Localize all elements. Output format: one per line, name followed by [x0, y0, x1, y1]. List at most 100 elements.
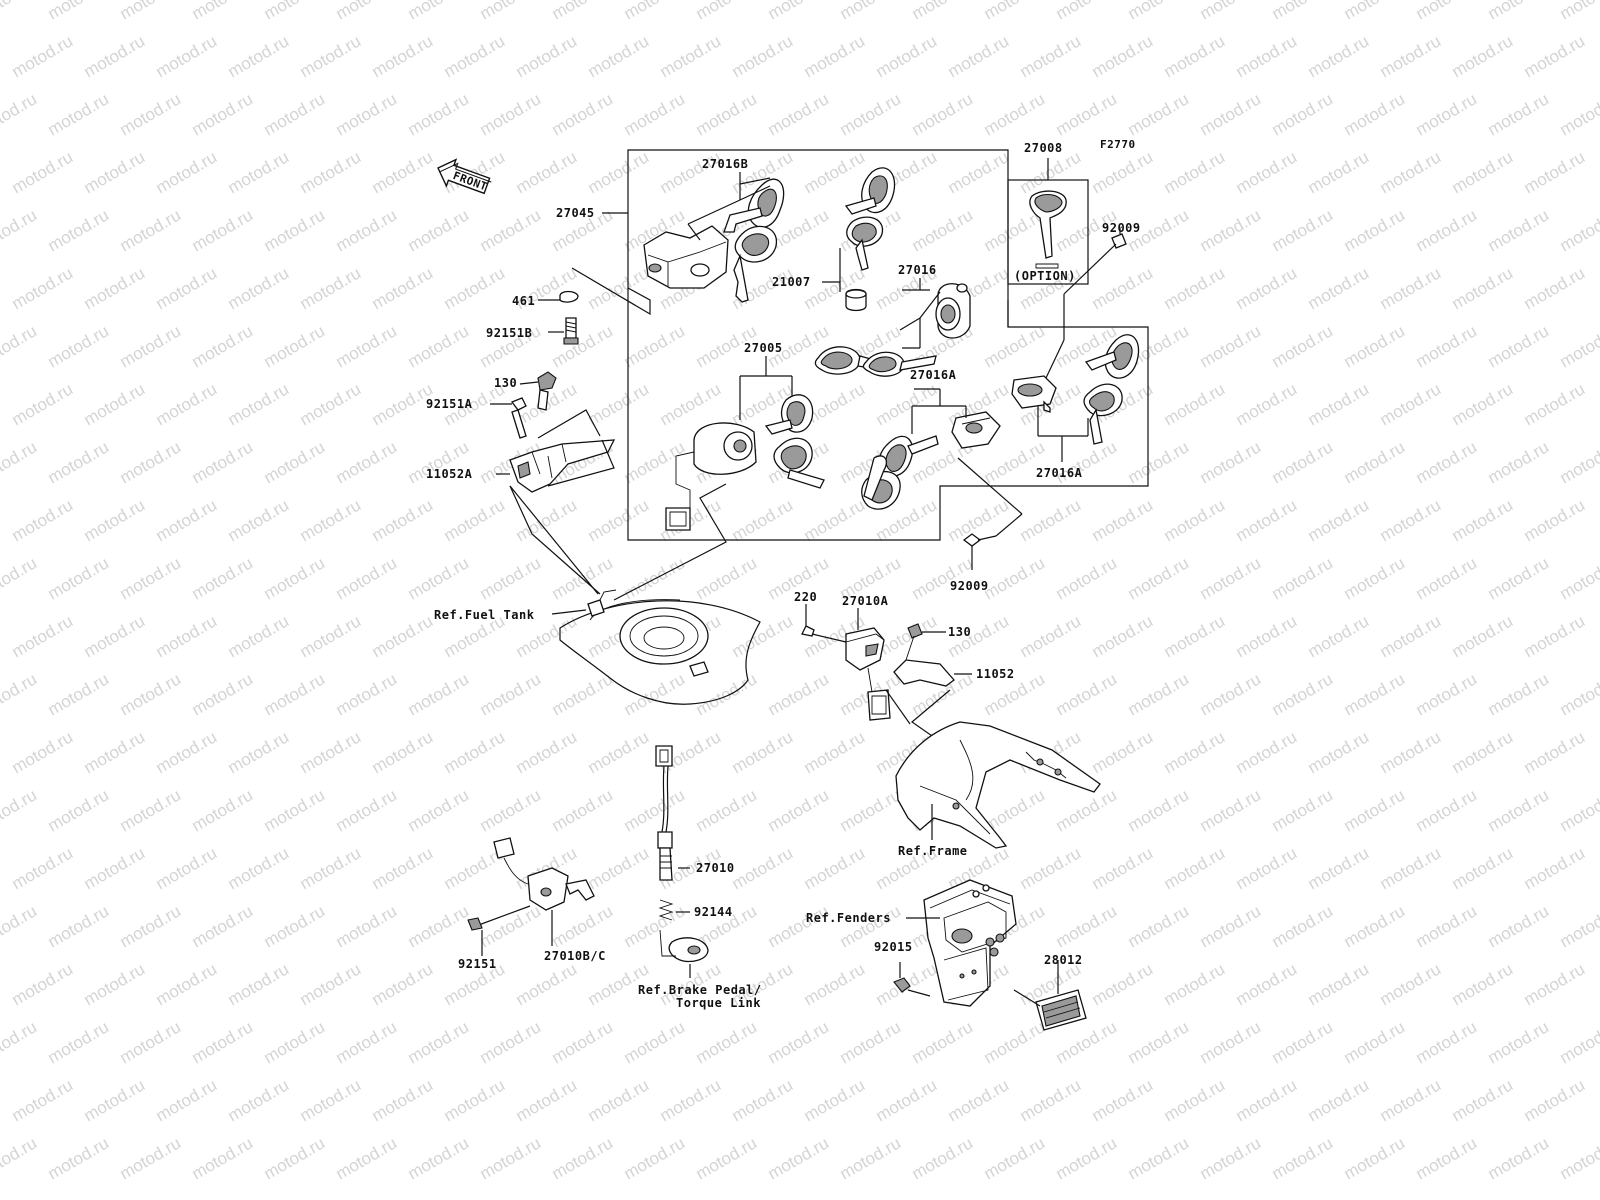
watermark-text: motod.ru	[621, 437, 689, 487]
watermark-text: motod.ru	[45, 205, 113, 255]
watermark-text: motod.ru	[1521, 843, 1589, 893]
watermark-text: motod.ru	[1413, 785, 1481, 835]
watermark-text: motod.ru	[1377, 727, 1445, 777]
watermark-text: motod.ru	[333, 1017, 401, 1067]
watermark-text: motod.ru	[549, 901, 617, 951]
watermark-text: motod.ru	[1413, 553, 1481, 603]
watermark-text: motod.ru	[729, 495, 797, 545]
watermark-text: motod.ru	[1125, 437, 1193, 487]
watermark-text: motod.ru	[261, 901, 329, 951]
watermark-text: motod.ru	[1341, 1017, 1409, 1067]
watermark-text: motod.ru	[9, 31, 77, 81]
watermark-text: motod.ru	[1125, 901, 1193, 951]
watermark-text: motod.ru	[477, 553, 545, 603]
watermark-text: motod.ru	[1557, 205, 1600, 255]
watermark-text: motod.ru	[9, 263, 77, 313]
watermark-text: motod.ru	[297, 727, 365, 777]
option-label: (OPTION)	[1014, 269, 1076, 283]
watermark-text: motod.ru	[405, 89, 473, 139]
watermark-text: motod.ru	[765, 1133, 833, 1183]
watermark-text: motod.ru	[1125, 785, 1193, 835]
watermark-text: motod.ru	[549, 321, 617, 371]
watermark-text: motod.ru	[801, 31, 869, 81]
watermark-text: motod.ru	[1341, 205, 1409, 255]
watermark-text: motod.ru	[1485, 0, 1553, 23]
watermark-text: motod.ru	[1557, 785, 1600, 835]
watermark-text: motod.ru	[369, 959, 437, 1009]
watermark-text: motod.ru	[1125, 1133, 1193, 1183]
label-92009-bottom: 92009	[950, 579, 989, 593]
watermark-text: motod.ru	[297, 1075, 365, 1125]
watermark-text: motod.ru	[693, 785, 761, 835]
watermark-text: motod.ru	[45, 553, 113, 603]
label-27010BC: 27010B/C	[544, 949, 606, 963]
watermark-text: motod.ru	[81, 263, 149, 313]
watermark-text: motod.ru	[729, 611, 797, 661]
watermark-text: motod.ru	[1521, 495, 1589, 545]
watermark-text: motod.ru	[873, 611, 941, 661]
watermark-text: motod.ru	[1305, 727, 1373, 777]
label-27010: 27010	[696, 861, 735, 875]
watermark-text: motod.ru	[909, 0, 977, 23]
watermark-text: motod.ru	[189, 901, 257, 951]
watermark-text: motod.ru	[441, 263, 509, 313]
watermark-text: motod.ru	[81, 727, 149, 777]
watermark-text: motod.ru	[441, 727, 509, 777]
watermark-text: motod.ru	[1161, 379, 1229, 429]
reference-labels: Ref.Fuel Tank Ref.Frame Ref.Fenders Ref.…	[434, 608, 967, 1010]
watermark-text: motod.ru	[153, 959, 221, 1009]
watermark-text: motod.ru	[1341, 1133, 1409, 1183]
watermark-text: motod.ru	[0, 89, 40, 139]
watermark-text: motod.ru	[1449, 147, 1517, 197]
watermark-text: motod.ru	[585, 147, 653, 197]
watermark-text: motod.ru	[1521, 611, 1589, 661]
watermark-text: motod.ru	[405, 321, 473, 371]
watermark-text: motod.ru	[549, 1133, 617, 1183]
watermark-text: motod.ru	[81, 611, 149, 661]
watermark-text: motod.ru	[765, 669, 833, 719]
watermark-text: motod.ru	[837, 1133, 905, 1183]
watermark-text: motod.ru	[369, 31, 437, 81]
watermark-text: motod.ru	[513, 727, 581, 777]
watermark-text: motod.ru	[0, 1133, 40, 1183]
watermark-text: motod.ru	[1413, 1017, 1481, 1067]
watermark-text: motod.ru	[1305, 495, 1373, 545]
watermark-text: motod.ru	[81, 843, 149, 893]
label-27016A-middle: 27016A	[910, 368, 957, 382]
watermark-text: motod.ru	[153, 611, 221, 661]
watermark-text: motod.ru	[873, 379, 941, 429]
watermark-text: motod.ru	[1197, 437, 1265, 487]
watermark-text: motod.ru	[585, 379, 653, 429]
watermark-text: motod.ru	[45, 1133, 113, 1183]
watermark-text: motod.ru	[369, 147, 437, 197]
watermark-text: motod.ru	[153, 379, 221, 429]
watermark-text: motod.ru	[369, 495, 437, 545]
watermark-text: motod.ru	[1089, 843, 1157, 893]
watermark-text: motod.ru	[549, 89, 617, 139]
watermark-text: motod.ru	[1269, 437, 1337, 487]
watermark-text: motod.ru	[1557, 1133, 1600, 1183]
label-27016B: 27016B	[702, 157, 748, 171]
watermark-text: motod.ru	[657, 147, 725, 197]
watermark-text: motod.ru	[1233, 263, 1301, 313]
watermark-text: motod.ru	[1449, 495, 1517, 545]
watermark-text: motod.ru	[513, 147, 581, 197]
watermark-text: motod.ru	[1557, 437, 1600, 487]
watermark-text: motod.ru	[297, 379, 365, 429]
watermark-text: motod.ru	[1413, 1133, 1481, 1183]
watermark-text: motod.ru	[1089, 495, 1157, 545]
watermark-text: motod.ru	[81, 959, 149, 1009]
watermark-text: motod.ru	[1377, 495, 1445, 545]
watermark-text: motod.ru	[909, 1133, 977, 1183]
watermark-text: motod.ru	[225, 263, 293, 313]
ignition-switch-27005	[665, 375, 825, 531]
watermark-text: motod.ru	[9, 147, 77, 197]
ref-fuel-tank: Ref.Fuel Tank	[434, 608, 535, 622]
watermark-text: motod.ru	[1449, 959, 1517, 1009]
watermark-text: motod.ru	[261, 1017, 329, 1067]
watermark-text: motod.ru	[729, 31, 797, 81]
watermark-text: motod.ru	[297, 495, 365, 545]
watermark-text: motod.ru	[657, 379, 725, 429]
watermark-text: motod.ru	[1053, 669, 1121, 719]
watermark-text: motod.ru	[333, 901, 401, 951]
